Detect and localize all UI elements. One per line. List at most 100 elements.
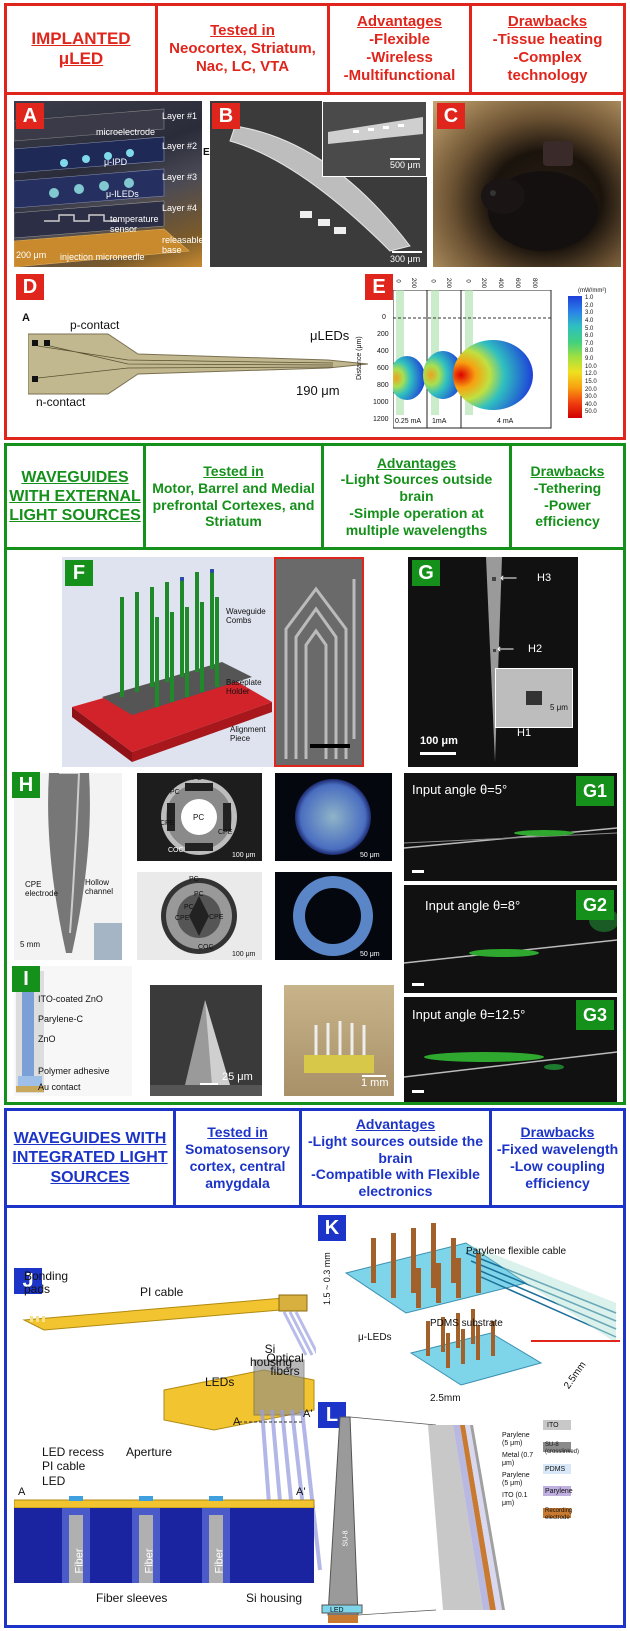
s2-adv-1: -Light Sources outside brain	[340, 471, 493, 505]
panel-g2-badge: G2	[576, 890, 614, 920]
e-colorbar	[568, 296, 582, 418]
s1-tested-body: Neocortex, Striatum, Nac, LC, VTA	[169, 40, 316, 75]
h-c1-pc-center: PC	[193, 813, 205, 822]
k-label-cable: Parylene flexible cable	[466, 1246, 567, 1257]
b-scalebar	[392, 251, 422, 253]
g-label-h3: H3	[537, 572, 552, 584]
s2-draw-1: -Tethering	[533, 479, 602, 496]
j-label-led-recess: LED recess	[42, 1445, 105, 1459]
panel-g-inset	[495, 668, 573, 728]
panel-a-badge: A	[16, 103, 44, 129]
h-cpe-label: CPE electrode	[25, 880, 58, 898]
e-scale-label: 3.0	[585, 310, 594, 317]
s2-tested-body: Motor, Barrel and Medial prefrontal Cort…	[152, 479, 315, 530]
g-label-h2: H2	[528, 643, 543, 655]
h-c2-cpe-left: CPE	[175, 915, 190, 922]
e-scale-label: 6.0	[585, 333, 594, 340]
b-scale: 300 μm	[390, 254, 421, 264]
panel-e-badge: E	[365, 274, 393, 300]
panel-a-layers	[14, 108, 190, 267]
e-xtick: 800	[531, 277, 538, 289]
h-c1-coc: COC	[168, 847, 184, 854]
e-scale-label: 8.0	[585, 348, 594, 355]
s3-draw-cell: Drawbacks -Fixed wavelength -Low couplin…	[492, 1108, 626, 1208]
j-label-pi-cable-top: PI cable	[140, 1285, 184, 1299]
a-label-layer3: Layer #3	[162, 172, 198, 182]
s2-title-l3: LIGHT SOURCES	[9, 507, 141, 525]
l-legend-ito: ITO	[547, 1422, 559, 1429]
g-label-h1: H1	[517, 727, 532, 739]
panel-j-badge: J	[14, 1268, 42, 1294]
a-label-uileds: μ-ILEDs	[106, 189, 139, 199]
g-arrow-h3: ⟵	[500, 571, 518, 585]
e-ytick: 1000	[373, 399, 389, 406]
s3-draw-2: -Low coupling efficiency	[510, 1158, 605, 1191]
j-label-si-housing: Si housing	[246, 1591, 303, 1605]
panel-k-badge: K	[318, 1215, 346, 1241]
s1-draw-cell: Drawbacks -Tissue heating -Complex techn…	[472, 3, 626, 95]
e-ytick: 600	[377, 365, 389, 372]
a-label-scale: 200 μm	[16, 250, 47, 260]
panel-i-badge: I	[12, 966, 40, 992]
h-hollow-label: Hollow channel	[85, 878, 114, 896]
f-label-alignment: Alignment Piece	[230, 725, 266, 743]
s3-adv-2: -Compatible with Flexible electronics	[311, 1166, 480, 1200]
e-xtick: 200	[480, 277, 487, 289]
i-scale2: 1 mm	[361, 1077, 389, 1089]
panel-h-probe	[48, 773, 122, 960]
panel-g3-beam	[404, 1051, 617, 1078]
s1-title-cell: IMPLANTED μLED	[4, 3, 158, 95]
e-ytick: 1200	[373, 416, 389, 423]
k-label-height: 1.5 ~ 0.3 mm	[322, 1252, 332, 1305]
e-condition: 1mA	[432, 418, 447, 425]
d-scale: 190 μm	[296, 383, 340, 398]
a-label-microelectrode: microelectrode	[96, 127, 156, 137]
s2-tested-header: Tested in	[203, 462, 264, 479]
panel-f-combs	[72, 569, 272, 762]
s2-adv-cell: Advantages -Light Sources outside brain …	[324, 443, 512, 550]
k-label-pdms: PDMS substrate	[430, 1318, 503, 1329]
h-c1-cpe-right: CPE	[218, 829, 233, 836]
a-label-layer2: Layer #2	[162, 141, 198, 151]
d-sublabel: A	[22, 312, 30, 324]
s3-tested-header: Tested in	[207, 1124, 268, 1141]
g1-scalebar	[412, 870, 424, 873]
a-label-temp: temperature sensor	[110, 214, 159, 234]
panel-h-cross-2-svg	[161, 878, 237, 954]
h-c2-pc-top: PC	[189, 876, 199, 883]
panel-h-glow-2-svg	[293, 876, 373, 956]
d-p-contact: p-contact	[70, 318, 120, 332]
a-label-releasable: releasable base	[162, 235, 204, 255]
s2-draw-2: -Power efficiency	[535, 496, 600, 530]
s2-tested-cell: Tested in Motor, Barrel and Medial prefr…	[146, 443, 324, 550]
panel-h-badge: H	[12, 772, 40, 798]
l-label-led: LED	[330, 1607, 344, 1614]
panel-b-badge: B	[212, 103, 240, 129]
e-scale-label: 12.0	[585, 371, 597, 378]
g3-scalebar	[412, 1090, 424, 1093]
panel-h-cross-1	[137, 773, 262, 861]
e-scale-label: 30.0	[585, 394, 597, 401]
s1-title-l2: μLED	[58, 49, 104, 68]
b-inset-scalebar	[390, 158, 420, 160]
e-scale-label: 50.0	[585, 409, 597, 416]
s2-title-l2: WITH EXTERNAL	[9, 487, 141, 505]
l-label-ito-layer: ITO (0.1 μm)	[502, 1492, 528, 1507]
k-label-width-bottom: 2.5mm	[430, 1393, 461, 1404]
e-scale-label: 9.0	[585, 356, 594, 362]
l-legend-recording: Recording electrode	[545, 1508, 573, 1521]
s3-draw-1: -Fixed wavelength	[496, 1141, 619, 1158]
h-c2-pc-mid: PC	[194, 891, 204, 898]
h-c2-pc-low: PC	[184, 904, 194, 911]
l-label-parylene-2: Parylene (5 μm)	[502, 1472, 530, 1487]
panel-i-photo	[284, 985, 394, 1096]
j-label-pi-cable: PI cable	[42, 1459, 86, 1473]
panel-k-image	[316, 1213, 620, 1393]
s1-adv-3: -Multifunctional	[343, 67, 456, 84]
panel-j-diagram	[14, 1294, 322, 1583]
g-inset-scale: 5 μm	[550, 703, 568, 712]
b-inset-scale: 500 μm	[390, 160, 421, 170]
s3-draw-header: Drawbacks	[520, 1124, 595, 1141]
e-xtick: 0	[429, 279, 436, 283]
panel-l-diagram	[321, 1416, 571, 1623]
